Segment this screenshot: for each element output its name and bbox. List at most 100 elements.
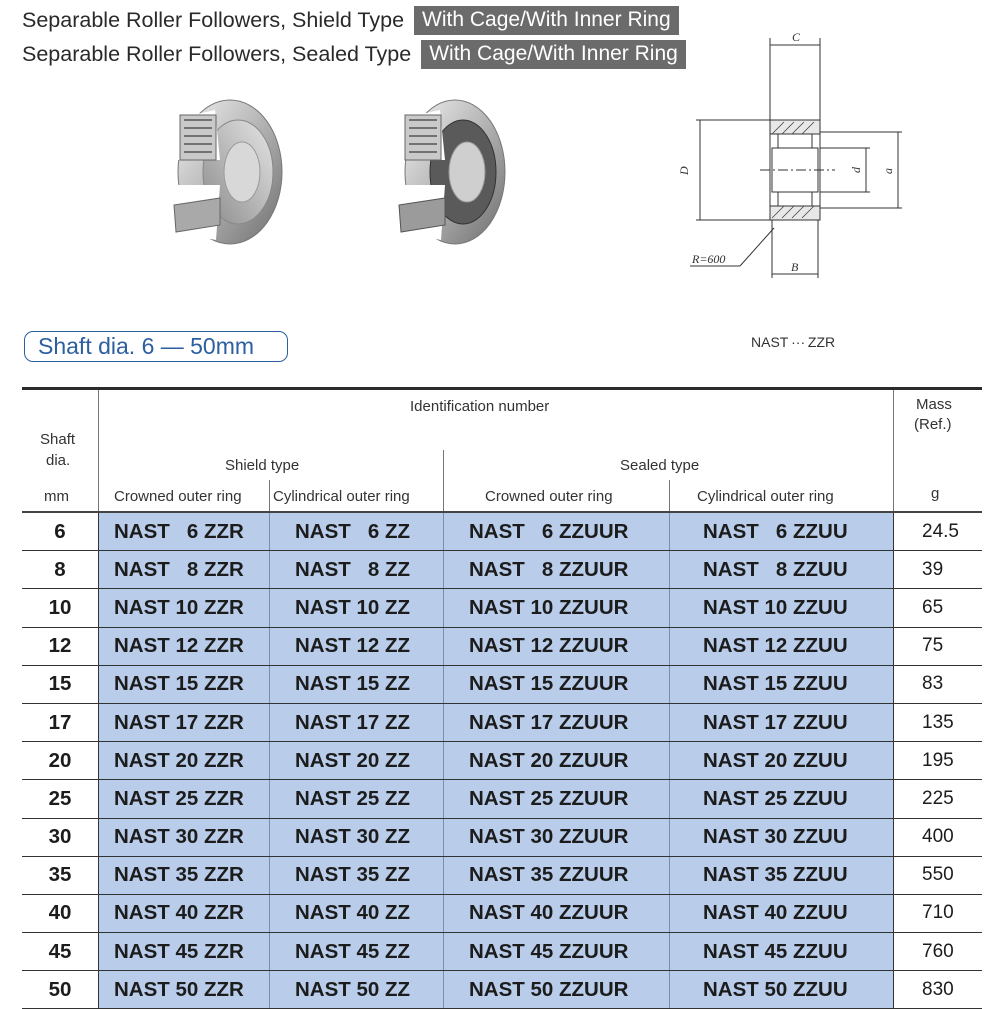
label-r: R=600 <box>691 252 725 266</box>
shaft-dia-cell: 6 <box>22 513 98 551</box>
shaft-dia-cell: 17 <box>22 703 98 742</box>
sealed-crowned-cell: NAST 25 ZZUUR <box>443 780 669 818</box>
sealed-crowned-cell: NAST 35 ZZUUR <box>443 856 669 894</box>
title-sealed-text: Separable Roller Followers, Sealed Type <box>22 42 412 66</box>
identification-table: Shaft dia. mm Identification number Shie… <box>22 387 982 1009</box>
sealed-crowned-cell: NAST 12 ZZUUR <box>443 627 669 665</box>
label-d: d <box>849 166 863 173</box>
shaft-dia-cell: 20 <box>22 742 98 780</box>
shield-crowned-cell: NAST 30 ZZR <box>98 818 269 856</box>
mass-cell: 65 <box>893 589 982 627</box>
shaft-range-badge: Shaft dia. 6 — 50mm <box>24 331 288 362</box>
sealed-cylindrical-cell: NAST 20 ZZUU <box>669 742 893 780</box>
mass-cell: 710 <box>893 894 982 933</box>
mass-cell: 760 <box>893 933 982 971</box>
shield-crowned-cell: NAST 45 ZZR <box>98 933 269 971</box>
shield-cylindrical-cell: NAST 17 ZZ <box>269 703 443 742</box>
sealed-crowned-cell: NAST 17 ZZUUR <box>443 703 669 742</box>
shield-crowned-cell: NAST 10 ZZR <box>98 589 269 627</box>
sealed-cylindrical-cell: NAST 25 ZZUU <box>669 780 893 818</box>
header-mm: mm <box>44 488 69 505</box>
mass-cell: 550 <box>893 856 982 894</box>
shaft-dia-cell: 40 <box>22 894 98 933</box>
title-shield-text: Separable Roller Followers, Shield Type <box>22 8 405 32</box>
header-ref: (Ref.) <box>914 416 952 433</box>
sealed-cylindrical-cell: NAST 17 ZZUU <box>669 703 893 742</box>
sealed-type-bearing-image <box>395 99 506 245</box>
label-D: D <box>677 166 691 176</box>
sealed-cylindrical-cell: NAST 6 ZZUU <box>669 513 893 551</box>
mass-cell: 24.5 <box>893 513 982 551</box>
divider <box>669 480 670 511</box>
shield-crowned-cell: NAST 25 ZZR <box>98 780 269 818</box>
shaft-dia-cell: 45 <box>22 933 98 971</box>
header-shaft: Shaft <box>40 431 76 448</box>
divider <box>269 480 270 511</box>
shield-cylindrical-cell: NAST 35 ZZ <box>269 856 443 894</box>
shield-cylindrical-cell: NAST 15 ZZ <box>269 665 443 703</box>
shield-cylindrical-cell: NAST 50 ZZ <box>269 971 443 1009</box>
mass-cell: 400 <box>893 818 982 856</box>
shield-cylindrical-cell: NAST 45 ZZ <box>269 933 443 971</box>
sealed-crowned-cell: NAST 20 ZZUUR <box>443 742 669 780</box>
header-g: g <box>931 485 940 502</box>
shield-crowned-cell: NAST 17 ZZR <box>98 703 269 742</box>
sealed-cylindrical-cell: NAST 35 ZZUU <box>669 856 893 894</box>
dimension-drawing: C D d a R=600 B <box>677 30 902 278</box>
sealed-crowned-cell: NAST 30 ZZUUR <box>443 818 669 856</box>
sealed-crowned-cell: NAST 15 ZZUUR <box>443 665 669 703</box>
shaft-dia-cell: 50 <box>22 971 98 1009</box>
shield-crowned-cell: NAST 50 ZZR <box>98 971 269 1009</box>
header-mass: Mass <box>916 396 952 413</box>
shaft-dia-cell: 30 <box>22 818 98 856</box>
title-sealed-tag: With Cage/With Inner Ring <box>421 40 686 69</box>
header-identification: Identification number <box>410 398 550 415</box>
sealed-cylindrical-cell: NAST 50 ZZUU <box>669 971 893 1009</box>
shaft-dia-cell: 8 <box>22 551 98 589</box>
shield-cylindrical-cell: NAST 6 ZZ <box>269 513 443 551</box>
shield-crowned-cell: NAST 20 ZZR <box>98 742 269 780</box>
label-b: B <box>791 260 799 274</box>
shaft-dia-cell: 35 <box>22 856 98 894</box>
sealed-cylindrical-cell: NAST 10 ZZUU <box>669 589 893 627</box>
header-sealed-type: Sealed type <box>620 457 700 474</box>
mass-cell: 225 <box>893 780 982 818</box>
header-crowned-shield: Crowned outer ring <box>114 488 242 505</box>
shield-cylindrical-cell: NAST 10 ZZ <box>269 589 443 627</box>
shield-cylindrical-cell: NAST 8 ZZ <box>269 551 443 589</box>
sealed-crowned-cell: NAST 45 ZZUUR <box>443 933 669 971</box>
shaft-dia-cell: 15 <box>22 665 98 703</box>
sealed-crowned-cell: NAST 6 ZZUUR <box>443 513 669 551</box>
divider <box>443 450 444 511</box>
sealed-cylindrical-cell: NAST 30 ZZUU <box>669 818 893 856</box>
shield-crowned-cell: NAST 35 ZZR <box>98 856 269 894</box>
shield-crowned-cell: NAST 40 ZZR <box>98 894 269 933</box>
label-c: C <box>792 30 801 44</box>
divider <box>98 390 99 511</box>
sealed-crowned-cell: NAST 8 ZZUUR <box>443 551 669 589</box>
header-dia: dia. <box>46 452 71 469</box>
sealed-crowned-cell: NAST 40 ZZUUR <box>443 894 669 933</box>
shield-cylindrical-cell: NAST 25 ZZ <box>269 780 443 818</box>
shield-cylindrical-cell: NAST 30 ZZ <box>269 818 443 856</box>
shield-crowned-cell: NAST 6 ZZR <box>98 513 269 551</box>
shield-crowned-cell: NAST 15 ZZR <box>98 665 269 703</box>
mass-cell: 195 <box>893 742 982 780</box>
mass-cell: 830 <box>893 971 982 1009</box>
mass-cell: 135 <box>893 703 982 742</box>
model-note: NAST ··· ZZR <box>751 334 836 350</box>
mass-cell: 75 <box>893 627 982 665</box>
